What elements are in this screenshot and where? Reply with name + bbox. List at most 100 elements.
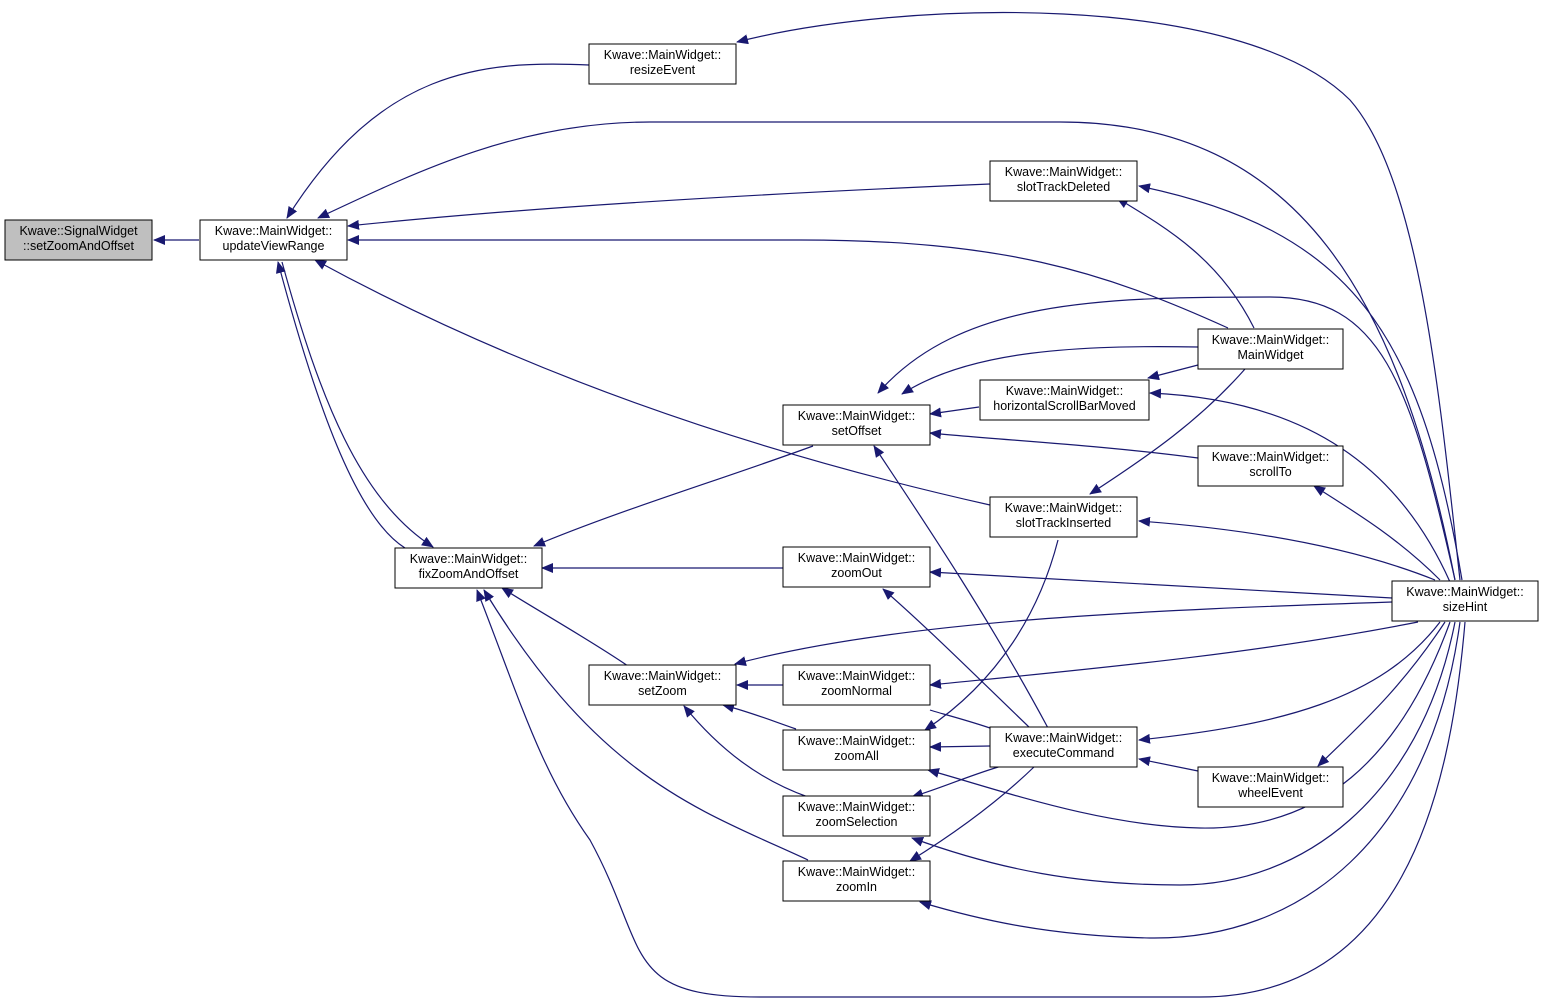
edge-sizehint-to-wheelevent xyxy=(1317,621,1446,767)
node-label-line2: MainWidget xyxy=(1238,348,1305,362)
edge-sizehint-to-setoffset xyxy=(877,296,1456,581)
node-sizehint[interactable]: Kwave::MainWidget:: sizeHint xyxy=(1391,580,1539,622)
node-label-line1: Kwave::MainWidget:: xyxy=(410,552,527,566)
node-label-line1: Kwave::MainWidget:: xyxy=(1212,450,1329,464)
edge-zoomall-to-setzoom xyxy=(722,702,797,730)
edge-sizehint-to-fixzoomandoffset xyxy=(476,589,1466,998)
node-label-line1: Kwave::MainWidget:: xyxy=(1212,333,1329,347)
node-mainwidget[interactable]: Kwave::MainWidget:: MainWidget xyxy=(1197,328,1344,370)
node-label-line2: wheelEvent xyxy=(1237,786,1303,800)
edge-sizehint-to-executecommand xyxy=(1138,621,1441,744)
node-zoomselection[interactable]: Kwave::MainWidget:: zoomSelection xyxy=(782,795,931,837)
node-label-line1: Kwave::SignalWidget xyxy=(19,224,138,238)
node-label-line2: sizeHint xyxy=(1443,600,1488,614)
edge-sizehint-to-hscrollbarmoved xyxy=(1149,388,1451,583)
edge-mainwidget-to-updateviewrange xyxy=(347,235,1229,329)
node-label-line1: Kwave::MainWidget:: xyxy=(1006,384,1123,398)
node-label-line2: zoomIn xyxy=(836,880,877,894)
node-label-line2: zoomNormal xyxy=(821,684,892,698)
edge-setoffset-to-fixzoomandoffset xyxy=(533,445,814,547)
edge-sizehint-to-setzoom xyxy=(734,601,1393,667)
node-setzoom[interactable]: Kwave::MainWidget:: setZoom xyxy=(588,664,737,706)
node-label-line2: zoomSelection xyxy=(816,815,898,829)
node-label-line1: Kwave::MainWidget:: xyxy=(1005,165,1122,179)
node-label-line2: scrollTo xyxy=(1249,465,1291,479)
edge-scrollto-to-setoffset xyxy=(929,429,1199,459)
edge-sizehint-to-zoomin xyxy=(919,621,1461,939)
edge-sizehint-to-resizeevent xyxy=(736,11,1461,581)
node-zoomin[interactable]: Kwave::MainWidget:: zoomIn xyxy=(782,860,931,902)
node-label-line1: Kwave::MainWidget:: xyxy=(1212,771,1329,785)
node-label-line1: Kwave::MainWidget:: xyxy=(798,865,915,879)
edge-executecommand-to-zoomall xyxy=(929,741,991,752)
node-signalwidget-setzoomandoffset[interactable]: Kwave::SignalWidget ::setZoomAndOffset xyxy=(4,219,153,261)
node-label-line1: Kwave::MainWidget:: xyxy=(798,551,915,565)
node-label-line2: zoomAll xyxy=(834,749,878,763)
edge-sizehint-to-slottrackdeleted xyxy=(1138,183,1463,581)
node-label-line1: Kwave::MainWidget:: xyxy=(1005,501,1122,515)
edge-resizeevent-to-updateviewrange xyxy=(286,63,590,219)
node-label-line1: Kwave::MainWidget:: xyxy=(215,224,332,238)
node-wheelevent[interactable]: Kwave::MainWidget:: wheelEvent xyxy=(1197,766,1344,808)
node-updateviewrange[interactable]: Kwave::MainWidget:: updateViewRange xyxy=(199,219,348,261)
node-label-line1: Kwave::MainWidget:: xyxy=(604,48,721,62)
node-label-line2: resizeEvent xyxy=(630,63,696,77)
node-executecommand[interactable]: Kwave::MainWidget:: executeCommand xyxy=(989,726,1138,768)
edge-executecommand-to-setzoom xyxy=(929,709,991,729)
node-label-line1: Kwave::MainWidget:: xyxy=(604,669,721,683)
edge-executecommand-to-zoomselection xyxy=(911,764,1006,799)
edge-sizehint-to-zoomselection xyxy=(911,621,1456,886)
edge-slottrackinserted-to-updateviewrange xyxy=(314,259,991,506)
node-label-line1: Kwave::MainWidget:: xyxy=(798,734,915,748)
edge-sizehint-to-zoomall xyxy=(927,621,1451,829)
edge-sizehint-to-zoomout xyxy=(929,567,1393,599)
edge-mainwidget-to-setoffset xyxy=(901,346,1199,395)
edge-mainwidget-to-slottrackinserted xyxy=(1089,368,1246,495)
edge-fixzoomandoffset-to-updateviewrange xyxy=(275,261,406,549)
node-resizeevent[interactable]: Kwave::MainWidget:: resizeEvent xyxy=(588,43,737,85)
node-zoomall[interactable]: Kwave::MainWidget:: zoomAll xyxy=(782,729,931,771)
edge-executecommand-to-zoomin xyxy=(909,765,1036,862)
node-setoffset[interactable]: Kwave::MainWidget:: setOffset xyxy=(782,404,931,446)
node-label-line2: fixZoomAndOffset xyxy=(419,567,519,581)
edge-mainwidget-to-slottrackdeleted xyxy=(1116,197,1255,329)
edge-sizehint-to-scrollto xyxy=(1313,485,1441,581)
edge-setzoom-to-fixzoomandoffset xyxy=(501,587,629,667)
node-slottrackinserted[interactable]: Kwave::MainWidget:: slotTrackInserted xyxy=(989,496,1138,538)
node-label-line2: slotTrackInserted xyxy=(1016,516,1111,530)
edges-layer xyxy=(153,11,1466,998)
node-label-line1: Kwave::MainWidget:: xyxy=(798,800,915,814)
nodes-layer: Kwave::SignalWidget ::setZoomAndOffset K… xyxy=(4,43,1539,902)
node-label-line2: setZoom xyxy=(638,684,687,698)
node-scrollto[interactable]: Kwave::MainWidget:: scrollTo xyxy=(1197,445,1344,487)
node-label-line2: setOffset xyxy=(832,424,882,438)
edge-sizehint-to-zoomnormal xyxy=(929,621,1419,689)
edge-mainwidget-to-hscrollbarmoved xyxy=(1147,364,1199,381)
node-slottrackdeleted[interactable]: Kwave::MainWidget:: slotTrackDeleted xyxy=(989,160,1138,202)
edge-slottrackdeleted-to-updateviewrange xyxy=(347,183,991,230)
node-label-line1: Kwave::MainWidget:: xyxy=(1406,585,1523,599)
edge-wheelevent-to-executecommand xyxy=(1138,756,1199,772)
node-label-line1: Kwave::MainWidget:: xyxy=(798,669,915,683)
edge-sizehint-to-updateviewrange xyxy=(317,121,1456,581)
edge-zoomin-to-fixzoomandoffset xyxy=(483,589,809,861)
node-label-line2: horizontalScrollBarMoved xyxy=(993,399,1135,413)
node-horizontalscrollbarmoved[interactable]: Kwave::MainWidget:: horizontalScrollBarM… xyxy=(979,379,1150,421)
edge-zoomselection-to-setzoom xyxy=(683,705,809,798)
edge-updateviewrange-to-fixzoomandoffset xyxy=(281,261,434,548)
node-label-line1: Kwave::MainWidget:: xyxy=(798,409,915,423)
node-label-line2: ::setZoomAndOffset xyxy=(23,239,134,253)
node-label-line2: executeCommand xyxy=(1013,746,1114,760)
edge-executecommand-to-setoffset xyxy=(873,445,1049,729)
node-fixzoomandoffset[interactable]: Kwave::MainWidget:: fixZoomAndOffset xyxy=(394,547,543,589)
edge-executecommand-to-zoomout xyxy=(882,588,1031,729)
node-label-line2: slotTrackDeleted xyxy=(1017,180,1110,194)
node-zoomout[interactable]: Kwave::MainWidget:: zoomOut xyxy=(782,546,931,588)
edge-sizehint-to-slottrackinserted xyxy=(1138,516,1436,581)
edge-hscrollbarmoved-to-setoffset xyxy=(929,406,980,418)
node-label-line1: Kwave::MainWidget:: xyxy=(1005,731,1122,745)
edge-zoomall-to-slottrackinserted xyxy=(924,539,1059,731)
node-label-line2: zoomOut xyxy=(831,566,882,580)
node-zoomnormal[interactable]: Kwave::MainWidget:: zoomNormal xyxy=(782,664,931,706)
